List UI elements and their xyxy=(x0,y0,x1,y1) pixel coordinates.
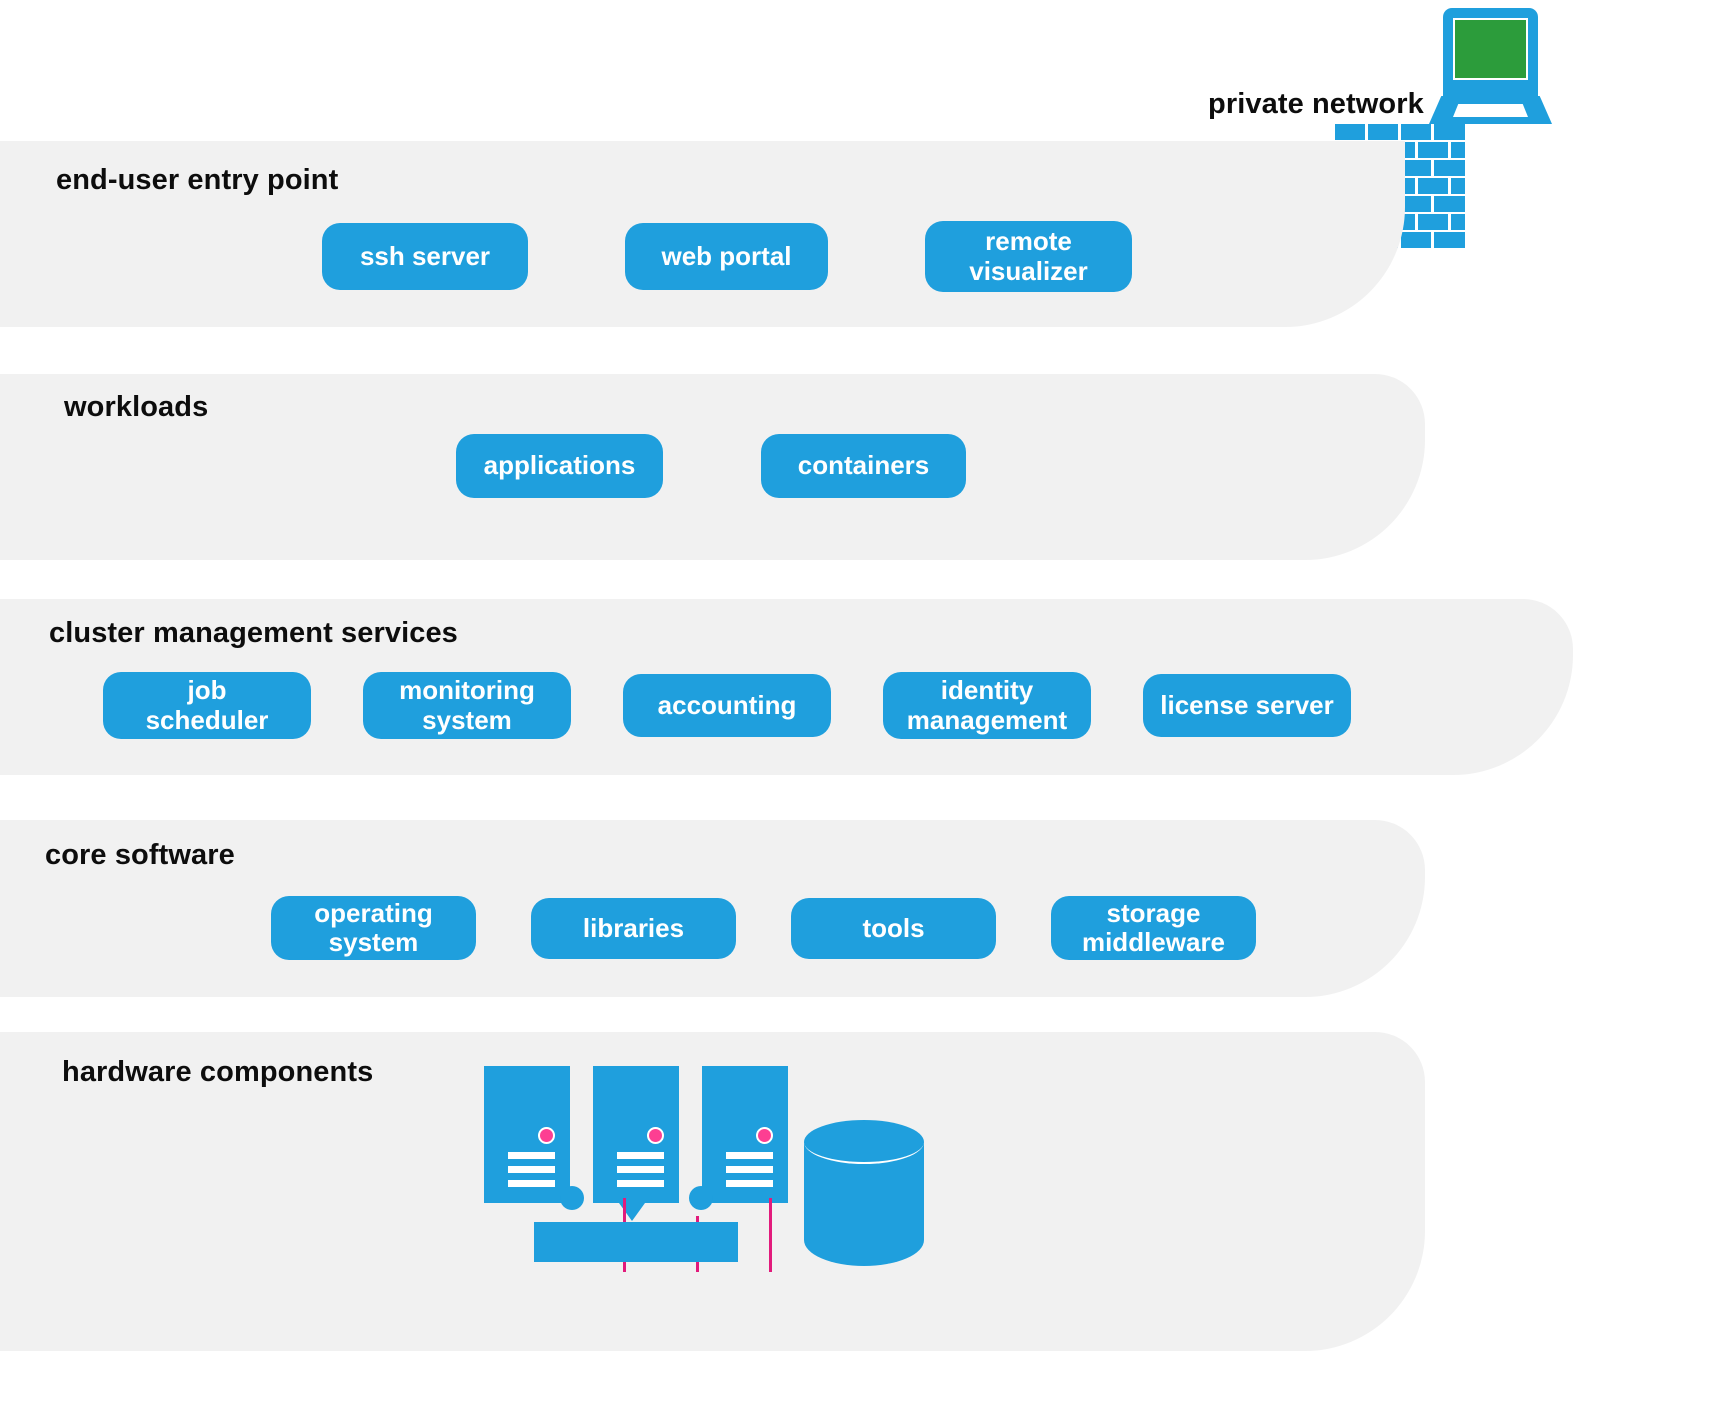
node-label: identity management xyxy=(906,675,1068,735)
node-ssh-server[interactable]: ssh server xyxy=(322,223,528,290)
node-applications[interactable]: applications xyxy=(456,434,663,498)
cable-connector-dot xyxy=(689,1186,713,1210)
node-identity-management[interactable]: identity management xyxy=(883,672,1091,739)
node-label: storage middleware xyxy=(1081,897,1226,957)
node-label: containers xyxy=(797,450,930,481)
node-label: accounting xyxy=(657,689,797,720)
server-slot xyxy=(617,1180,664,1187)
node-operating-system[interactable]: operating system xyxy=(271,896,476,960)
network-switch-icon xyxy=(534,1222,738,1262)
node-label: job scheduler xyxy=(145,675,269,735)
node-tools[interactable]: tools xyxy=(791,898,996,959)
band-workloads-corner xyxy=(0,374,300,560)
band-label-end-user-entry-point: end-user entry point xyxy=(56,164,339,196)
node-label: applications xyxy=(483,450,636,481)
server-led-icon xyxy=(756,1127,773,1144)
node-label: monitoring system xyxy=(399,675,535,735)
node-libraries[interactable]: libraries xyxy=(531,898,736,959)
laptop-keyboard xyxy=(1453,104,1528,117)
node-label: operating system xyxy=(314,897,433,957)
server-slot xyxy=(726,1152,773,1159)
node-job-scheduler[interactable]: job scheduler xyxy=(103,672,311,739)
node-containers[interactable]: containers xyxy=(761,434,966,498)
node-label: tools xyxy=(862,912,925,943)
node-label: license server xyxy=(1160,689,1334,720)
storage-cylinder-icon xyxy=(804,1120,924,1266)
node-monitoring-system[interactable]: monitoring system xyxy=(363,672,571,739)
band-core-software-corner xyxy=(0,820,300,997)
laptop-icon xyxy=(1429,8,1566,124)
band-label-hardware-components: hardware components xyxy=(62,1056,374,1088)
node-accounting[interactable]: accounting xyxy=(623,674,831,737)
server-slot xyxy=(508,1166,555,1173)
node-storage-middleware[interactable]: storage middleware xyxy=(1051,896,1256,960)
server-slot xyxy=(726,1180,773,1187)
server-slot xyxy=(508,1180,555,1187)
server-slot xyxy=(508,1152,555,1159)
cylinder-top xyxy=(804,1120,924,1164)
node-web-portal[interactable]: web portal xyxy=(625,223,828,290)
cable-connector-dot xyxy=(560,1186,584,1210)
node-label: remote visualizer xyxy=(969,226,1088,286)
server-tower-icon xyxy=(593,1066,679,1203)
band-end-user-entry-point-corner xyxy=(0,141,300,327)
node-license-server[interactable]: license server xyxy=(1143,674,1351,737)
server-tower-icon xyxy=(702,1066,788,1203)
band-hardware-components-corner xyxy=(0,1032,300,1351)
band-label-core-software: core software xyxy=(45,839,235,871)
node-remote-visualizer[interactable]: remote visualizer xyxy=(925,221,1132,292)
server-slot xyxy=(617,1166,664,1173)
band-label-cluster-management-services: cluster management services xyxy=(49,617,458,649)
laptop-screen xyxy=(1453,18,1528,80)
node-label: web portal xyxy=(661,240,792,271)
network-cable xyxy=(769,1198,772,1272)
private-network-label: private network xyxy=(1208,88,1424,120)
node-label: ssh server xyxy=(359,240,491,271)
band-label-workloads: workloads xyxy=(64,391,209,423)
node-label: libraries xyxy=(582,912,685,943)
server-tower-icon xyxy=(484,1066,570,1203)
server-slot xyxy=(617,1152,664,1159)
server-led-icon xyxy=(647,1127,664,1144)
server-led-icon xyxy=(538,1127,555,1144)
server-slot xyxy=(726,1166,773,1173)
